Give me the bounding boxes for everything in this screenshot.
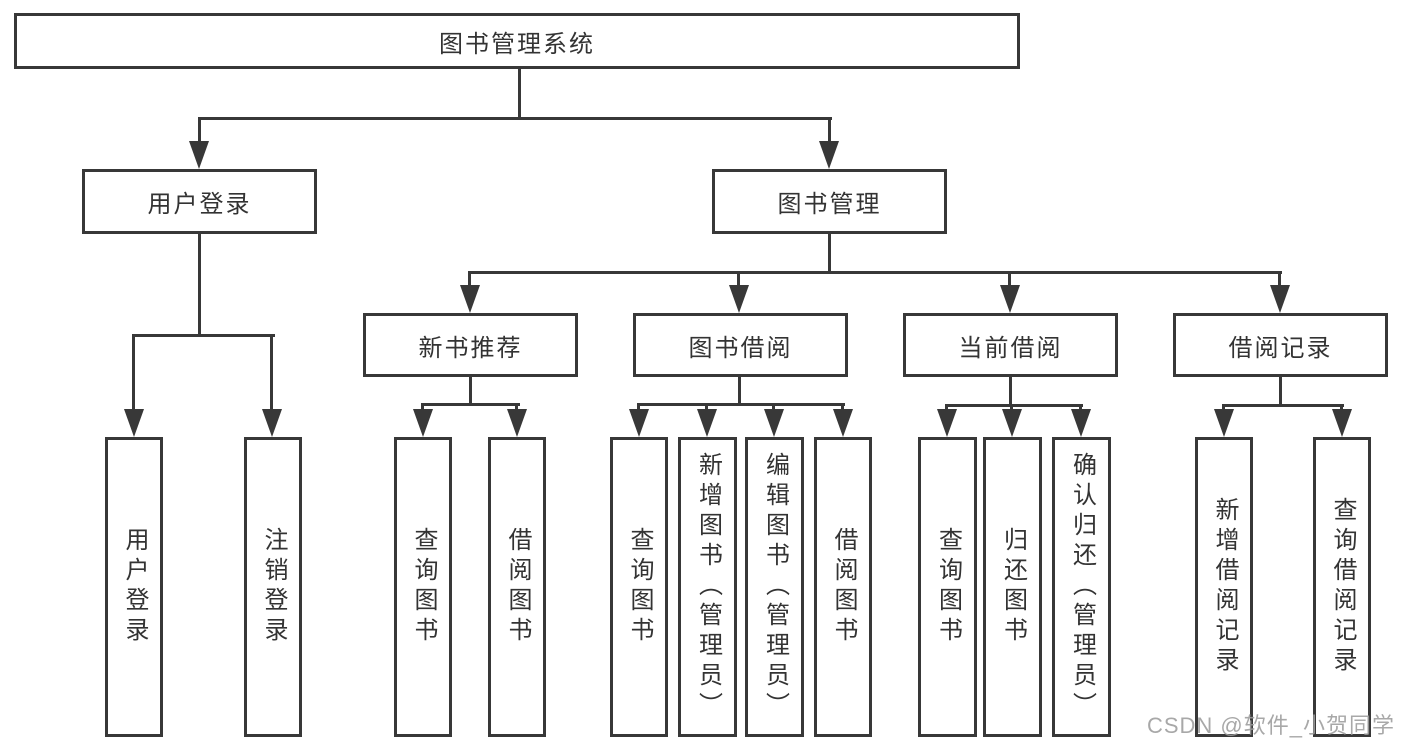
arrowhead xyxy=(262,409,282,437)
leaf-borrow-books-label: 借阅图书 xyxy=(830,527,857,647)
arrowhead xyxy=(124,409,144,437)
arrowhead xyxy=(937,409,957,437)
node-borrow-record: 借阅记录 xyxy=(1173,313,1388,377)
node-new-book-recommend: 新书推荐 xyxy=(363,313,578,377)
connector-book-borrow-hline xyxy=(637,403,845,406)
leaf-return-books-label: 归还图书 xyxy=(999,527,1027,647)
connector-book-borrow-stem xyxy=(772,403,775,413)
arrowhead xyxy=(764,409,784,437)
connector-new-book-stem xyxy=(515,403,518,413)
leaf-query-books-recommend-label: 查询图书 xyxy=(410,527,437,647)
node-book-borrow-label: 图书借阅 xyxy=(688,334,793,362)
connector-current-borrow-hline xyxy=(945,404,1083,407)
connector-user-login-stem xyxy=(270,334,273,412)
connector-new-book-vline xyxy=(469,377,472,406)
connector-user-login-stem xyxy=(132,334,135,412)
leaf-add-books-admin: 新增图书（管理员） xyxy=(678,437,737,737)
leaf-query-books-borrow: 查询图书 xyxy=(610,437,668,737)
connector-book-mgmt-stem xyxy=(468,271,471,289)
leaf-add-borrow-record: 新增借阅记录 xyxy=(1195,437,1253,737)
node-book-management-label: 图书管理 xyxy=(777,191,882,218)
arrowhead xyxy=(1000,285,1020,313)
leaf-query-borrow-record: 查询借阅记录 xyxy=(1313,437,1371,737)
leaf-user-login: 用户登录 xyxy=(105,437,163,737)
connector-root-stem xyxy=(198,117,201,145)
node-root: 图书管理系统 xyxy=(14,13,1020,69)
leaf-query-books-current: 查询图书 xyxy=(918,437,977,737)
node-user-login: 用户登录 xyxy=(82,169,317,234)
connector-book-borrow-stem xyxy=(705,403,708,413)
arrowhead xyxy=(189,141,209,169)
node-borrow-record-label: 借阅记录 xyxy=(1228,334,1333,362)
arrowhead xyxy=(629,409,649,437)
connector-user-login-vline xyxy=(198,234,201,336)
leaf-query-books-recommend: 查询图书 xyxy=(394,437,452,737)
connector-root-stem xyxy=(828,117,831,145)
arrowhead xyxy=(819,141,839,169)
arrowhead xyxy=(833,409,853,437)
arrowhead xyxy=(729,285,749,313)
node-book-management: 图书管理 xyxy=(712,169,947,234)
leaf-query-books-borrow-label: 查询图书 xyxy=(626,527,653,647)
connector-book-mgmt-hline xyxy=(468,271,1282,274)
arrowhead xyxy=(1214,409,1234,437)
connector-new-book-hline xyxy=(421,403,520,406)
node-new-book-recommend-label: 新书推荐 xyxy=(418,334,523,362)
leaf-borrow-books-recommend: 借阅图书 xyxy=(488,437,546,737)
connector-user-login-hline xyxy=(132,334,275,337)
leaf-edit-books-admin-label: 编辑图书（管理员） xyxy=(761,452,789,722)
connector-book-borrow-vline xyxy=(738,377,741,406)
node-root-label: 图书管理系统 xyxy=(439,30,595,58)
node-user-login-label: 用户登录 xyxy=(147,191,252,218)
node-current-borrow: 当前借阅 xyxy=(903,313,1118,377)
leaf-borrow-books: 借阅图书 xyxy=(814,437,872,737)
leaf-confirm-return-admin: 确认归还（管理员） xyxy=(1052,437,1111,737)
arrowhead xyxy=(1071,409,1091,437)
arrowhead xyxy=(697,409,717,437)
connector-new-book-stem xyxy=(421,403,424,413)
arrowhead xyxy=(460,285,480,313)
leaf-query-books-current-label: 查询图书 xyxy=(934,527,962,647)
leaf-edit-books-admin: 编辑图书（管理员） xyxy=(745,437,804,737)
node-current-borrow-label: 当前借阅 xyxy=(958,334,1063,362)
leaf-logout-label: 注销登录 xyxy=(260,527,287,647)
connector-root-vline xyxy=(518,69,521,119)
arrowhead xyxy=(413,409,433,437)
leaf-return-books: 归还图书 xyxy=(983,437,1042,737)
connector-book-mgmt-stem xyxy=(737,271,740,289)
leaf-confirm-return-admin-label: 确认归还（管理员） xyxy=(1068,452,1096,722)
connector-book-mgmt-stem xyxy=(1278,271,1281,289)
leaf-add-borrow-record-label: 新增借阅记录 xyxy=(1211,497,1238,677)
arrowhead xyxy=(507,409,527,437)
connector-book-borrow-stem xyxy=(841,403,844,413)
connector-current-borrow-vline xyxy=(1009,377,1012,407)
csdn-watermark: CSDN @软件_小贺同学 xyxy=(1146,713,1395,738)
connector-root-hline xyxy=(198,117,832,120)
connector-book-mgmt-stem xyxy=(1008,271,1011,289)
arrowhead xyxy=(1332,409,1352,437)
node-book-borrow: 图书借阅 xyxy=(633,313,848,377)
arrowhead xyxy=(1270,285,1290,313)
connector-book-mgmt-vline xyxy=(828,234,831,274)
leaf-borrow-books-recommend-label: 借阅图书 xyxy=(504,527,531,647)
leaf-query-borrow-record-label: 查询借阅记录 xyxy=(1329,497,1356,677)
leaf-user-login-label: 用户登录 xyxy=(121,527,148,647)
leaf-add-books-admin-label: 新增图书（管理员） xyxy=(694,452,722,722)
connector-book-borrow-stem xyxy=(637,403,640,413)
connector-borrow-record-hline xyxy=(1222,404,1344,407)
arrowhead xyxy=(1002,409,1022,437)
leaf-logout: 注销登录 xyxy=(244,437,302,737)
connector-borrow-record-vline xyxy=(1279,377,1282,407)
